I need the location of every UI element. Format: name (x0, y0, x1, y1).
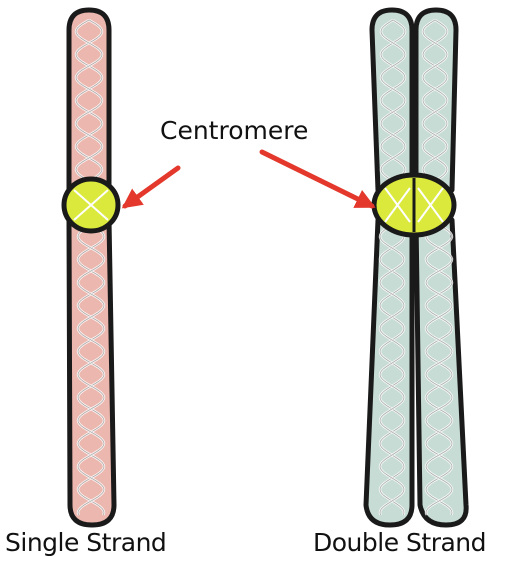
arrow-to-double-centromere (262, 152, 372, 206)
single-strand-label: Single Strand (5, 530, 166, 555)
double-strand-label: Double Strand (313, 530, 486, 555)
double-strand-chromosome (366, 10, 466, 525)
arrow-to-single-centromere (125, 168, 178, 206)
centromere-label: Centromere (160, 118, 308, 143)
single-strand-chromosome (64, 10, 118, 525)
